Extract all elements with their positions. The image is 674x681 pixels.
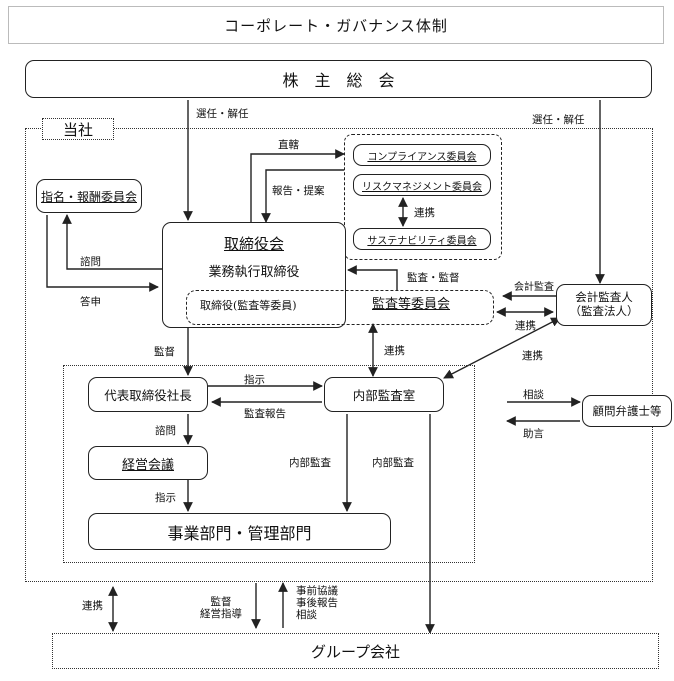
management-meeting: 経営会議 bbox=[88, 446, 208, 480]
label-elect-left: 選任・解任 bbox=[196, 108, 249, 120]
label-internal-audit-1: 内部監査 bbox=[289, 457, 331, 469]
label-consult: 諮問 bbox=[80, 256, 101, 268]
arrow-consult bbox=[62, 214, 162, 270]
internal-audit-room: 内部監査室 bbox=[324, 377, 444, 412]
label-internal-audit-2: 内部監査 bbox=[372, 457, 414, 469]
board-subtitle: 業務執行取締役 bbox=[208, 265, 300, 280]
label-report-propose: 報告・提案 bbox=[272, 185, 325, 197]
committees-group bbox=[344, 134, 502, 260]
arrow-audit-supervise bbox=[347, 265, 398, 290]
nomination-committee-label: 指名・報酬委員会 bbox=[40, 189, 137, 204]
execution-boundary bbox=[63, 365, 475, 563]
internal-audit-label: 内部監査室 bbox=[352, 388, 416, 403]
accounting-auditor-label: 会計監査人 （監査法人） bbox=[569, 290, 639, 318]
committee-sustainability-label: サステナビリティ委員会 bbox=[367, 235, 477, 247]
label-advice: 助言 bbox=[523, 428, 544, 440]
label-instruct: 指示 bbox=[244, 374, 265, 386]
company-tag: 当社 bbox=[42, 118, 114, 140]
page-title-box: コーポレート・ガバナンス体制 bbox=[8, 6, 664, 44]
label-instruct-mgmt: 指示 bbox=[155, 492, 176, 504]
board-of-directors: 取締役会 業務執行取締役 bbox=[162, 222, 346, 328]
arrow-cooperate-internal bbox=[443, 317, 561, 379]
business-divisions: 事業部門・管理部門 bbox=[88, 513, 391, 550]
committee-risk: リスクマネジメント委員会 bbox=[353, 174, 491, 196]
page-title: コーポレート・ガバナンス体制 bbox=[224, 16, 448, 35]
label-elect-right: 選任・解任 bbox=[532, 114, 585, 126]
business-divisions-label: 事業部門・管理部門 bbox=[167, 523, 312, 543]
committee-risk-label: リスクマネジメント委員会 bbox=[362, 181, 482, 193]
board-title: 取締役会 bbox=[223, 235, 284, 253]
accounting-auditor: 会計監査人 （監査法人） bbox=[556, 284, 652, 326]
president-ceo: 代表取締役社長 bbox=[88, 377, 208, 412]
label-group-reports: 事前協議 事後報告 相談 bbox=[296, 585, 338, 622]
label-accounting-audit: 会計監査 bbox=[514, 282, 554, 293]
label-supervise-guide: 監督 経営指導 bbox=[200, 596, 242, 621]
arrow-report-propose bbox=[261, 169, 344, 223]
label-consult-mgmt: 諮問 bbox=[155, 425, 176, 437]
group-companies: グループ会社 bbox=[52, 633, 659, 669]
committee-compliance: コンプライアンス委員会 bbox=[353, 144, 491, 166]
label-audit-supervise: 監査・監督 bbox=[407, 272, 460, 284]
committee-compliance-label: コンプライアンス委員会 bbox=[367, 151, 477, 163]
label-cooperate-group: 連携 bbox=[82, 600, 103, 612]
label-cooperate-internal: 連携 bbox=[522, 350, 543, 362]
arrow-reply bbox=[46, 215, 159, 292]
label-direct: 直轄 bbox=[278, 139, 299, 151]
legal-counsel-label: 顧問弁護士等 bbox=[592, 404, 662, 418]
group-companies-label: グループ会社 bbox=[310, 642, 401, 661]
label-audit-report: 監査報告 bbox=[244, 408, 286, 420]
legal-counsel: 顧問弁護士等 bbox=[582, 395, 672, 427]
audit-committee-label: 監査等委員会 bbox=[372, 297, 451, 312]
label-supervise: 監督 bbox=[154, 346, 175, 358]
label-reply: 答申 bbox=[80, 296, 101, 308]
label-cooperate-auditor: 連携 bbox=[515, 320, 536, 332]
shareholders-meeting: 株 主 総 会 bbox=[25, 60, 652, 98]
committee-sustainability: サステナビリティ委員会 bbox=[353, 228, 491, 250]
label-cooperate-audit-room: 連携 bbox=[384, 345, 405, 357]
shareholders-label: 株 主 総 会 bbox=[282, 71, 395, 90]
management-meeting-label: 経営会議 bbox=[121, 457, 174, 473]
nomination-committee: 指名・報酬委員会 bbox=[36, 179, 142, 213]
label-consultation: 相談 bbox=[523, 389, 544, 401]
company-label: 当社 bbox=[62, 120, 93, 139]
president-label: 代表取締役社長 bbox=[104, 388, 192, 403]
arrow-direct bbox=[250, 149, 345, 225]
board-member-label: 取締役(監査等委員) bbox=[200, 299, 297, 312]
company-boundary bbox=[25, 128, 653, 582]
audit-committee-box bbox=[186, 290, 494, 325]
label-cooperate-committees: 連携 bbox=[414, 207, 435, 219]
